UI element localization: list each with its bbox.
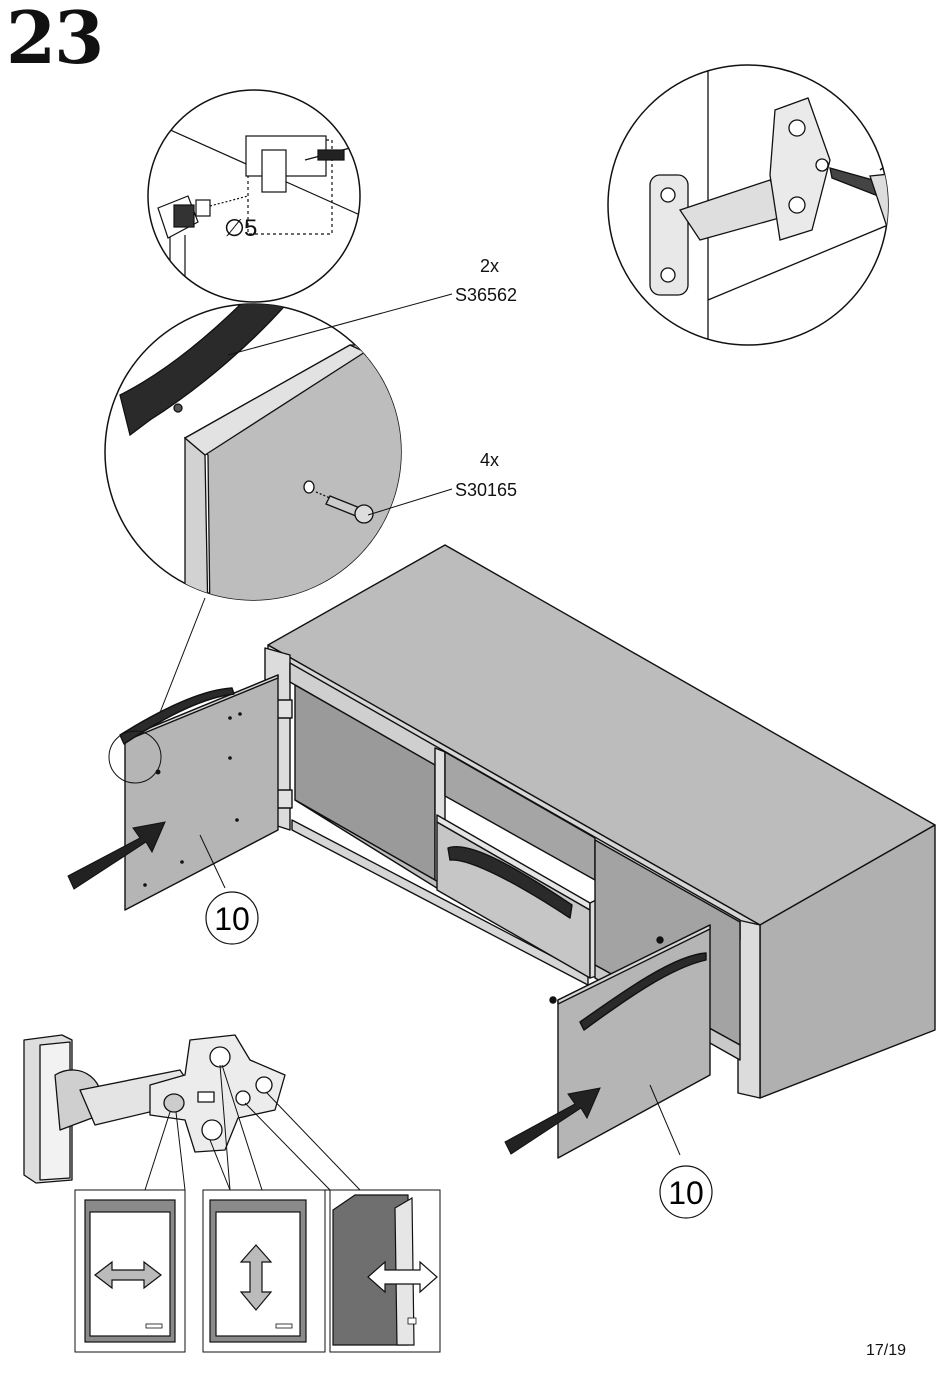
part-2-code: S30165 [455, 481, 517, 499]
part-1-qty: 2x [480, 257, 499, 275]
left-door [109, 675, 278, 910]
adjust-box-depth [330, 1190, 440, 1352]
callout-left-number: 10 [214, 901, 250, 937]
callout-right: 10 [660, 1166, 712, 1218]
callout-left: 10 [206, 892, 258, 944]
drill-diameter-symbol: ∅ [224, 215, 245, 242]
part-1-code: S36562 [455, 286, 517, 304]
callout-right-number: 10 [668, 1175, 704, 1211]
adjust-box-vertical [203, 1190, 325, 1352]
page-number: 17/19 [866, 1342, 906, 1360]
drill-diameter-value: 5 [244, 215, 257, 242]
drill-detail: ∅ 5 [148, 90, 360, 302]
hinge-screwdriver-detail [608, 60, 945, 345]
part-2-qty: 4x [480, 451, 499, 469]
hinge-adjust-detail [24, 1035, 440, 1190]
adjust-box-horizontal [75, 1190, 185, 1352]
